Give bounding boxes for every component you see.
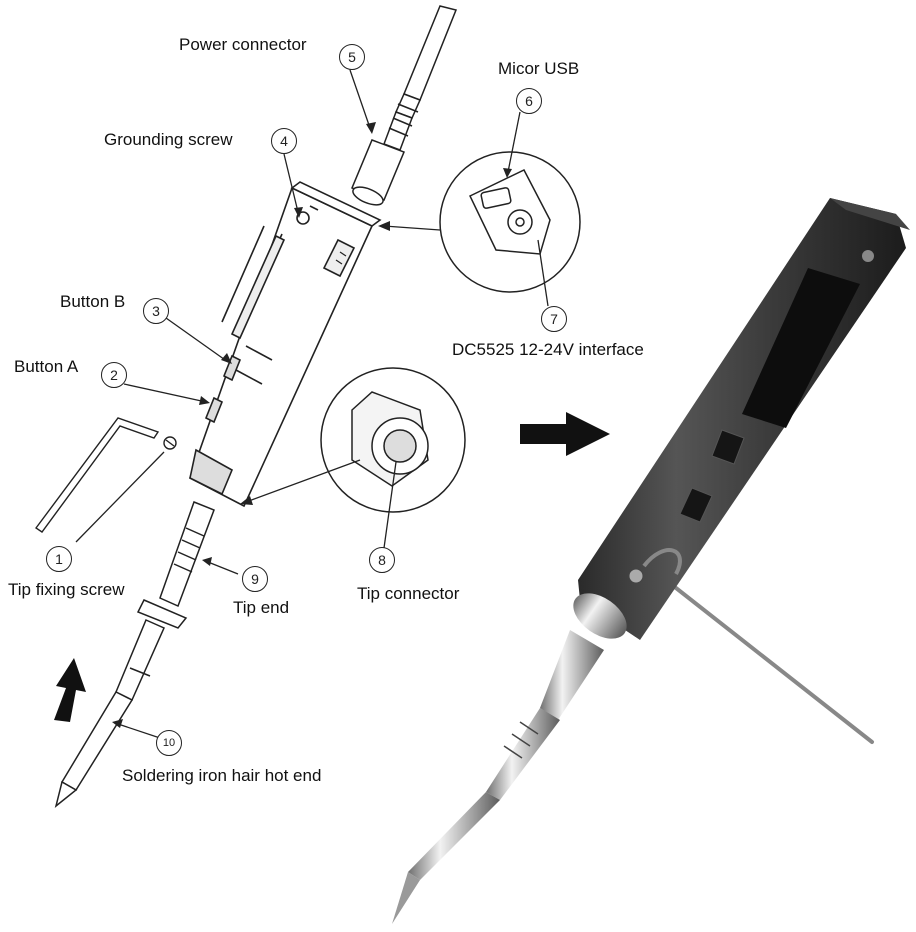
usb-detail-circle (439, 151, 581, 293)
leader-lines (75, 69, 549, 739)
label-tip-connector: Tip connector (357, 584, 460, 603)
tip-fixing-screw (163, 436, 177, 450)
callout-number-1: 1 (46, 546, 72, 572)
leader-arrowheads (112, 122, 512, 728)
callout-number-4: 4 (271, 128, 297, 154)
callout-number-7: 7 (541, 306, 567, 332)
label-grounding-screw: Grounding screw (104, 130, 233, 149)
label-micro-usb: Micor USB (498, 59, 580, 78)
label-soldering-iron-hot-end: Soldering iron hair hot end (122, 766, 322, 785)
tip-connector-detail-circle (320, 367, 466, 513)
callout-number-3: 3 (143, 298, 169, 324)
callout-number-2: 2 (101, 362, 127, 388)
label-power-connector: Power connector (179, 35, 307, 54)
hex-key (34, 417, 160, 533)
callout-number-9: 9 (242, 566, 268, 592)
power-cable (383, 5, 458, 151)
callout-number-10: 10 (156, 730, 182, 756)
label-tip-fixing-screw: Tip fixing screw (8, 580, 125, 599)
label-button-b: Button B (60, 292, 126, 311)
power-connector-plug (351, 139, 405, 206)
handle-body (189, 181, 382, 508)
up-arrow-icon (54, 658, 86, 722)
right-arrow-icon (520, 412, 610, 456)
callout-number-6: 6 (516, 88, 542, 114)
label-button-a: Button A (14, 357, 79, 376)
callout-number-5: 5 (339, 44, 365, 70)
soldering-tip (54, 501, 215, 808)
label-dc5525-interface: DC5525 12-24V interface (452, 340, 644, 359)
callout-number-8: 8 (369, 547, 395, 573)
assembled-iron-photo (392, 198, 910, 924)
label-tip-end: Tip end (233, 598, 290, 617)
